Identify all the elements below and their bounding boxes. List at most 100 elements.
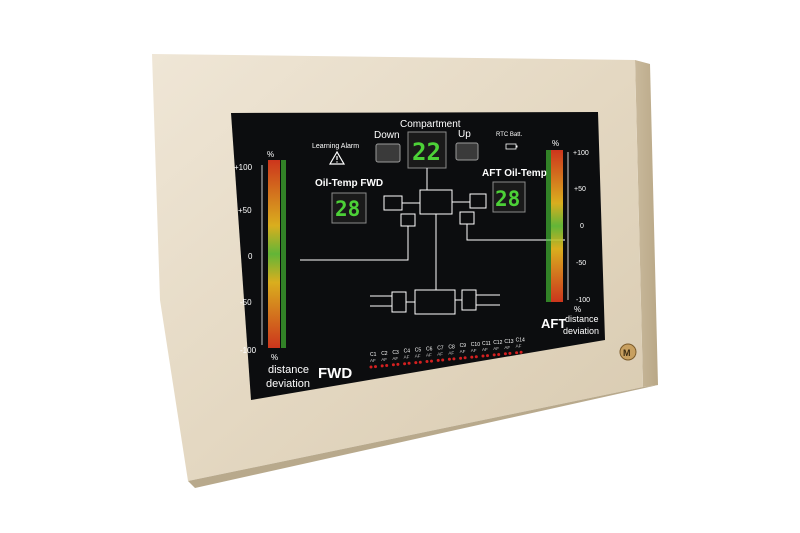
channel-led [425,360,429,363]
channel-led [441,358,445,362]
drivetrain-schematic [300,168,565,315]
left-gauge-percent-top: % [267,150,274,159]
channel-led [508,351,512,355]
left-gauge-bar [268,160,280,348]
channel-label-6: C6 [426,347,433,353]
compartment-value: 22 [412,138,441,166]
right-gauge-percent-bottom: % [574,305,581,314]
channel-led [418,360,422,364]
channel-led [519,350,523,354]
channel-led [447,357,451,361]
channel-led [481,354,485,358]
channel-led [403,362,407,366]
fwd-deviation-label: deviation [266,378,310,390]
channel-label-14: C14 [516,338,525,344]
channel-label-11: C11 [482,341,491,347]
channel-led [374,365,377,369]
fwd-distance-label: distance [268,364,309,376]
channel-led [414,361,418,365]
channel-led [459,356,463,360]
rtc-batt-label: RTC Batt. [496,132,523,138]
channel-led [452,357,456,361]
oil-temp-fwd-value: 28 [335,197,360,221]
svg-text:M: M [623,348,631,358]
learning-alarm-label: Learning Alarm [312,143,359,150]
aft-label: AFT [541,316,566,331]
compartment-display [407,131,447,169]
warning-icon [328,150,346,165]
compartment-label: Compartment [400,119,461,130]
channel-af-13: AF [504,345,510,350]
left-gauge-percent-bottom: % [271,353,278,362]
channel-af-8: AF [448,350,454,355]
aft-oil-temp-value: 28 [495,187,520,211]
channel-led [396,362,400,366]
channel-label-13: C13 [504,339,513,345]
channel-label-2: C2 [381,351,388,357]
channel-label-5: C5 [415,348,422,354]
frame-edge [635,60,658,387]
channel-led [486,354,489,358]
aft-deviation-label: deviation [563,326,599,336]
oil-temp-fwd-display [331,192,367,224]
channel-af-4: AF [404,355,410,360]
right-scale-2: +50 [574,186,586,193]
up-label: Up [458,129,471,140]
right-gauge-percent-top: % [552,139,559,148]
aft-oil-temp-label: AFT Oil-Temp [482,168,547,179]
channel-af-2: AF [381,357,387,362]
channel-led [492,353,496,357]
channel-led [470,355,474,359]
channel-af-1: AF [370,358,376,363]
channel-label-7: C7 [437,345,444,351]
right-gauge: % +100 +50 0 -50 -100 % [546,139,590,314]
left-scale-4: -50 [240,298,252,307]
channel-led [463,356,467,360]
logo-icon: M [619,343,637,361]
channel-led [380,364,384,368]
channel-af-11: AF [482,347,488,352]
channel-led [515,351,519,355]
down-button[interactable] [375,143,401,163]
oil-temp-fwd-label: Oil-Temp FWD [315,178,383,189]
channel-led [503,352,507,356]
channel-label-10: C10 [471,342,480,348]
channel-led [497,353,501,356]
channel-led [369,365,373,369]
down-label: Down [374,130,400,141]
channel-led [391,363,395,367]
channel-af-9: AF [460,349,466,354]
right-scale-1: +100 [573,150,589,157]
frame-bottom-shadow [188,385,658,488]
battery-icon [505,143,518,150]
channel-led [474,355,478,359]
channel-af-10: AF [471,348,477,353]
right-gauge-bar [551,150,563,302]
channel-led [430,359,433,363]
channel-label-4: C4 [404,349,411,355]
channel-af-6: AF [426,353,432,358]
channel-led [407,361,411,365]
right-scale-3: 0 [580,223,584,230]
left-scale-1: +100 [234,163,253,172]
aft-oil-temp-display [492,181,526,213]
channel-af-14: AF [516,344,522,349]
channel-label-12: C12 [493,340,502,346]
left-scale-3: 0 [248,252,253,261]
left-scale-5: -100 [240,346,257,355]
left-scale-2: +50 [238,206,252,215]
fwd-label: FWD [318,365,352,382]
right-scale-4: -50 [576,260,586,267]
aft-distance-label: distance [565,314,599,324]
left-gauge: % +100 +50 0 -50 -100 % [234,150,286,362]
channel-af-5: AF [415,354,421,359]
up-button[interactable] [455,142,479,161]
channel-label-3: C3 [392,350,399,356]
channel-label-1: C1 [370,352,377,358]
channel-strip: C1AFC2AFC3AFC4AFC5AFC6AFC7AFC8AFC9AFC10A… [369,338,525,369]
channel-label-9: C9 [460,343,467,349]
right-scale-5: -100 [576,297,590,304]
channel-label-8: C8 [448,344,455,350]
